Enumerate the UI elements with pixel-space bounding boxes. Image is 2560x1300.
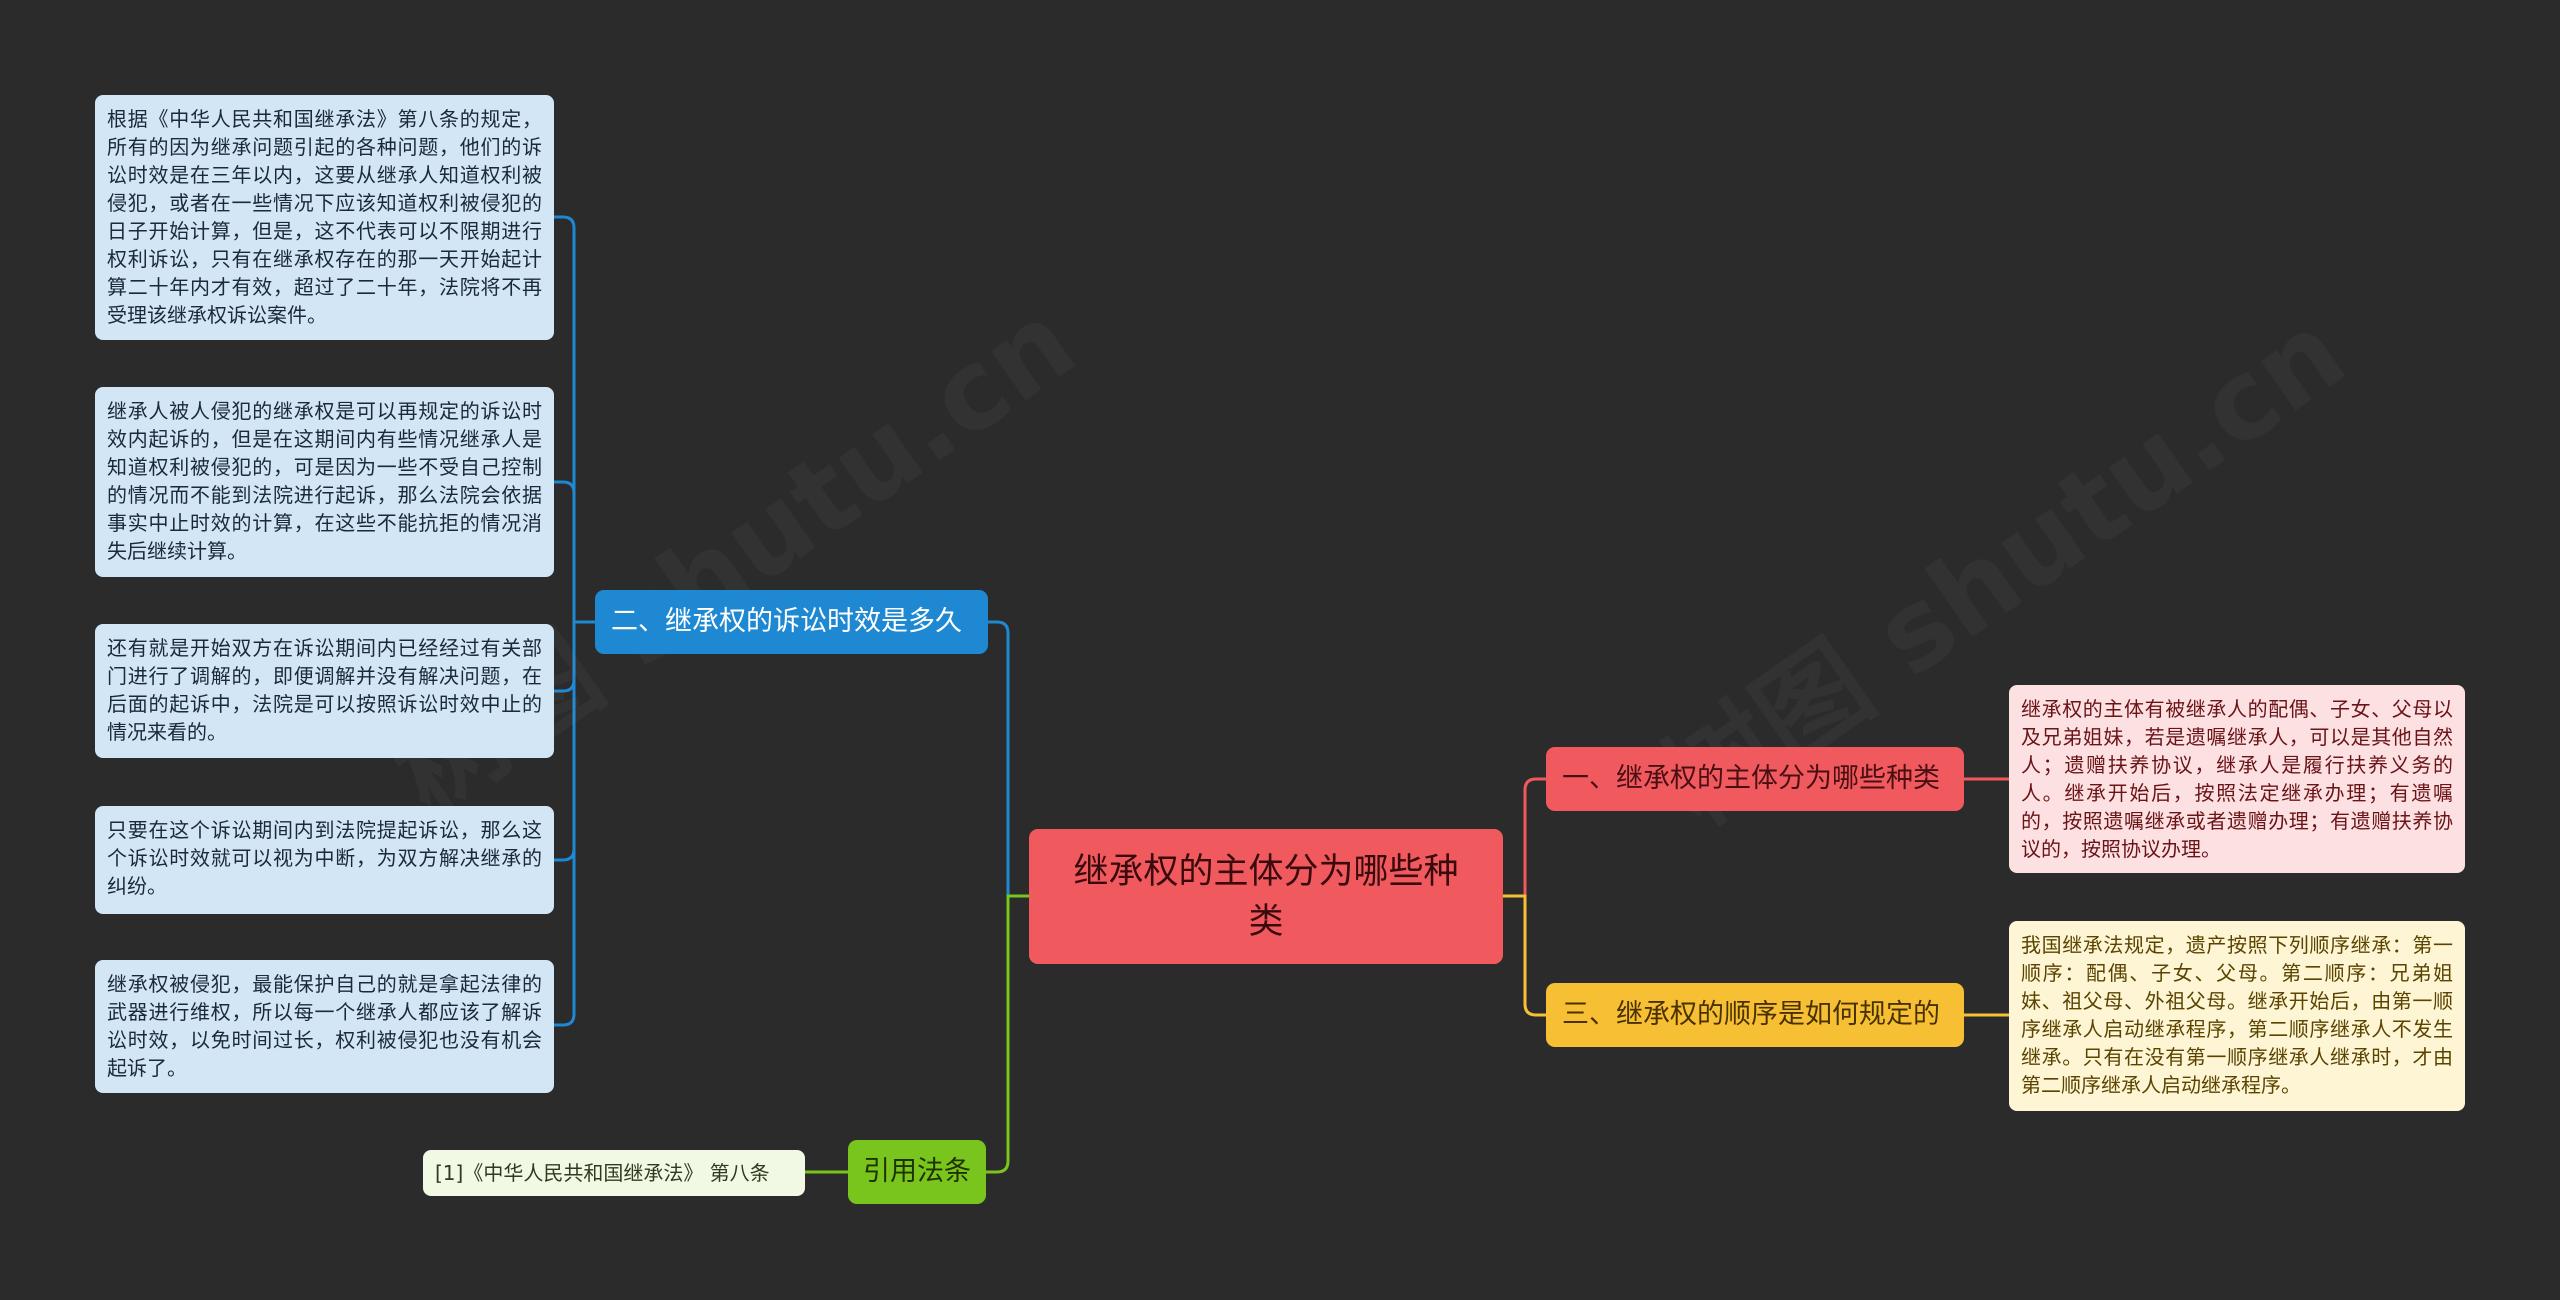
leaf-limitation-1[interactable]: 根据《中华人民共和国继承法》第八条的规定，所有的因为继承问题引起的各种问题，他们… <box>95 95 554 340</box>
leaf-limitation-4[interactable]: 只要在这个诉讼期间内到法院提起诉讼，那么这个诉讼时效就可以视为中断，为双方解决继… <box>95 806 554 914</box>
branch-limitation[interactable]: 二、继承权的诉讼时效是多久 <box>595 590 988 654</box>
leaf-limitation-3[interactable]: 还有就是开始双方在诉讼期间内已经经过有关部门进行了调解的，即便调解并没有解决问题… <box>95 624 554 758</box>
leaf-order-detail[interactable]: 我国继承法规定，遗产按照下列顺序继承：第一顺序：配偶、子女、父母。第二顺序：兄弟… <box>2009 921 2465 1111</box>
link-central-citation <box>986 894 1029 1174</box>
leaf-subject-types-detail[interactable]: 继承权的主体有被继承人的配偶、子女、父母以及兄弟姐妹，若是遗嘱继承人，可以是其他… <box>2009 685 2465 873</box>
link-limitation-leaf-5 <box>554 620 595 1027</box>
branch-order-label: 三、继承权的顺序是如何规定的 <box>1562 999 1940 1030</box>
branch-subject-types-label: 一、继承权的主体分为哪些种类 <box>1562 763 1940 794</box>
branch-limitation-label: 二、继承权的诉讼时效是多久 <box>611 606 962 637</box>
branch-order[interactable]: 三、继承权的顺序是如何规定的 <box>1546 983 1964 1047</box>
link-limitation-leaf-1 <box>554 215 595 624</box>
link-central-subject-types <box>1503 777 1546 898</box>
central-topic[interactable]: 继承权的主体分为哪些种类 <box>1029 829 1503 964</box>
central-topic-label: 继承权的主体分为哪些种类 <box>1073 851 1459 942</box>
link-central-limitation <box>988 620 1029 898</box>
link-limitation-leaf-2 <box>554 480 595 624</box>
branch-citation-label: 引用法条 <box>863 1156 971 1187</box>
leaf-limitation-2[interactable]: 继承人被人侵犯的继承权是可以再规定的诉讼时效内起诉的，但是在这期间内有些情况继承… <box>95 387 554 577</box>
link-central-order <box>1503 894 1546 1017</box>
leaf-citation-1[interactable]: [1]《中华人民共和国继承法》 第八条 <box>423 1150 805 1196</box>
branch-subject-types[interactable]: 一、继承权的主体分为哪些种类 <box>1546 747 1964 811</box>
leaf-limitation-5[interactable]: 继承权被侵犯，最能保护自己的就是拿起法律的武器进行维权，所以每一个继承人都应该了… <box>95 960 554 1093</box>
branch-citation[interactable]: 引用法条 <box>848 1140 986 1204</box>
